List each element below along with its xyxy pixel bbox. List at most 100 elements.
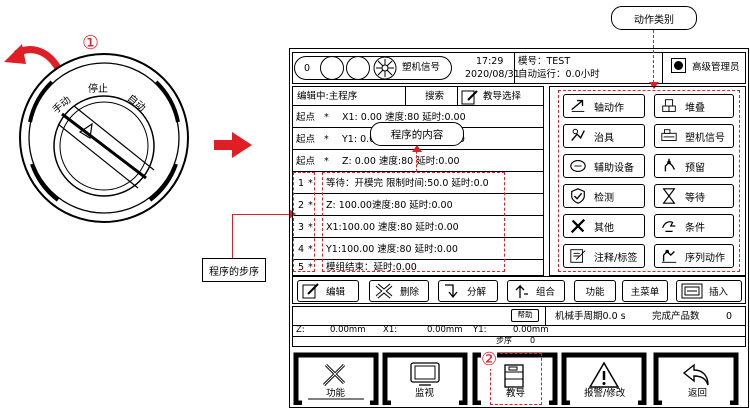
row-mark: *	[324, 156, 329, 167]
header-counter: 0	[304, 63, 311, 74]
step-number: 3	[298, 222, 305, 233]
category-button[interactable]: 塑机信号	[654, 124, 734, 148]
user-level[interactable]: 高级管理员	[692, 62, 740, 73]
axis-readout-bar	[292, 326, 746, 337]
nav-bracket-frame	[653, 352, 739, 406]
program-list	[292, 106, 544, 276]
header-date: 2020/08/31	[465, 69, 520, 80]
row-mark: *	[324, 112, 329, 123]
insert-button[interactable]: 插入	[676, 280, 742, 302]
category-label: 预留	[685, 162, 705, 174]
nav-bracket-frame	[382, 352, 468, 406]
status-bar	[292, 306, 746, 326]
editor-toolbar: 编辑中:主程序 搜索 教导选择	[292, 86, 544, 106]
category-label: 治具	[594, 132, 614, 144]
content-callout-line	[416, 146, 417, 172]
combine-button[interactable]: 组合	[507, 280, 565, 302]
fixture-icon	[571, 128, 585, 141]
detect-icon	[571, 188, 585, 204]
step-number: 5	[298, 262, 305, 273]
aux-device-icon	[570, 160, 586, 172]
products-label: 完成产品数	[652, 311, 700, 322]
search-button[interactable]: 搜索	[425, 91, 445, 102]
z-label: Z:	[296, 325, 305, 335]
program-row[interactable]: 2*Z: 100.00速度:80 延时:0.00	[292, 194, 544, 216]
nav-bracket-frame	[293, 352, 379, 406]
delete-button[interactable]: 删除	[369, 280, 429, 302]
category-callout-arrow-icon	[649, 82, 659, 89]
warning-icon	[588, 361, 620, 388]
sequence-icon	[661, 249, 677, 263]
tools-icon	[570, 218, 586, 234]
row-mark: *	[324, 134, 329, 145]
program-row[interactable]: 1*等待：开模完 限制时间:50.0 延时:0.0	[292, 172, 544, 194]
nav-monitor-button[interactable]: 监视	[381, 349, 469, 406]
category-button[interactable]: 治具	[563, 124, 645, 148]
row-content: Y1:100.00 速度:80 延时:0.00	[326, 244, 458, 255]
row-mark: *	[308, 178, 313, 189]
rotate-left-arrow-icon	[4, 44, 62, 70]
category-button[interactable]: 注释/标签	[563, 244, 645, 268]
mold-label: 模号：TEST	[518, 56, 571, 67]
machine-signal-icon	[661, 129, 677, 141]
program-row[interactable]: 4*Y1:100.00 速度:80 延时:0.00	[292, 238, 544, 260]
category-button[interactable]: 轴动作	[563, 94, 645, 118]
main-menu-button[interactable]: 主菜单	[622, 280, 668, 302]
nav-bracket-frame	[561, 352, 647, 406]
nav-back-button[interactable]: 返回	[652, 349, 740, 406]
mode-stop-label: 停止	[88, 84, 108, 95]
category-button[interactable]: 条件	[654, 214, 734, 238]
row-prefix: 起点	[296, 134, 316, 145]
category-button[interactable]: 其他	[563, 214, 645, 238]
step-bar	[292, 337, 746, 347]
category-button[interactable]: 辅助设备	[563, 154, 645, 178]
nav-function-button[interactable]: 功能	[292, 349, 380, 406]
category-label: 条件	[685, 222, 705, 234]
status-circle-1	[320, 56, 344, 80]
nav-alarm-button[interactable]: 报警/修改	[560, 349, 648, 406]
category-label: 注释/标签	[594, 252, 638, 264]
delete-icon	[375, 283, 393, 299]
edit-button[interactable]: 编辑	[297, 280, 359, 302]
y1-position: 0.00mm	[513, 325, 549, 335]
nav-teach-button[interactable]: 教导	[471, 349, 559, 406]
step-label: 步序	[496, 336, 512, 345]
row-content: X1: 0.00 速度:80 延时:0.00	[342, 112, 466, 123]
category-button[interactable]: 序列动作	[654, 244, 734, 268]
category-label: 辅助设备	[594, 162, 634, 174]
note-icon	[570, 249, 586, 263]
back-arrow-icon	[682, 363, 709, 386]
content-callout-arrow-icon	[412, 145, 422, 152]
hmi-screen	[289, 48, 749, 408]
content-highlight	[322, 172, 505, 272]
teach-select-button[interactable]: 教导选择	[483, 91, 522, 102]
help-button[interactable]: 帮助	[511, 309, 539, 322]
z-position: 0.00mm	[330, 325, 366, 335]
program-row[interactable]: 3*X1:100.00 速度:80 延时:0.00	[292, 216, 544, 238]
decompose-button[interactable]: 分解	[438, 280, 498, 302]
mode-selector-switch[interactable]	[18, 52, 190, 224]
axis-action-icon	[571, 99, 585, 112]
edit-toolbar	[292, 276, 746, 304]
category-label: 其他	[594, 222, 614, 234]
monitor-icon	[410, 362, 440, 386]
header-divider-2	[662, 52, 663, 84]
status-circle-2	[346, 56, 370, 80]
program-steps-callout: 程序的步序	[202, 258, 266, 282]
category-label: 堆叠	[685, 102, 705, 114]
step-value: 0	[530, 336, 536, 345]
row-content: 模组结束：延时:0.00	[326, 262, 417, 273]
function-button[interactable]: 功能	[574, 280, 616, 302]
header-time: 17:29	[476, 56, 504, 67]
row-content: 等待：开模完 限制时间:50.0 延时:0.0	[326, 178, 489, 189]
step-number: 4	[298, 244, 305, 255]
program-row[interactable]: 5*模组结束：延时:0.00	[292, 260, 544, 276]
program-row[interactable]: 起点*Z: 0.00 速度:80 延时:0.00	[292, 150, 544, 172]
category-button[interactable]: 预留	[654, 154, 734, 178]
category-button[interactable]: 等待	[654, 184, 734, 208]
robot-signal-icon	[373, 56, 397, 80]
category-label: 检测	[594, 192, 614, 204]
category-button[interactable]: 堆叠	[654, 94, 734, 118]
category-button[interactable]: 检测	[563, 184, 645, 208]
row-prefix: 起点	[296, 156, 316, 167]
